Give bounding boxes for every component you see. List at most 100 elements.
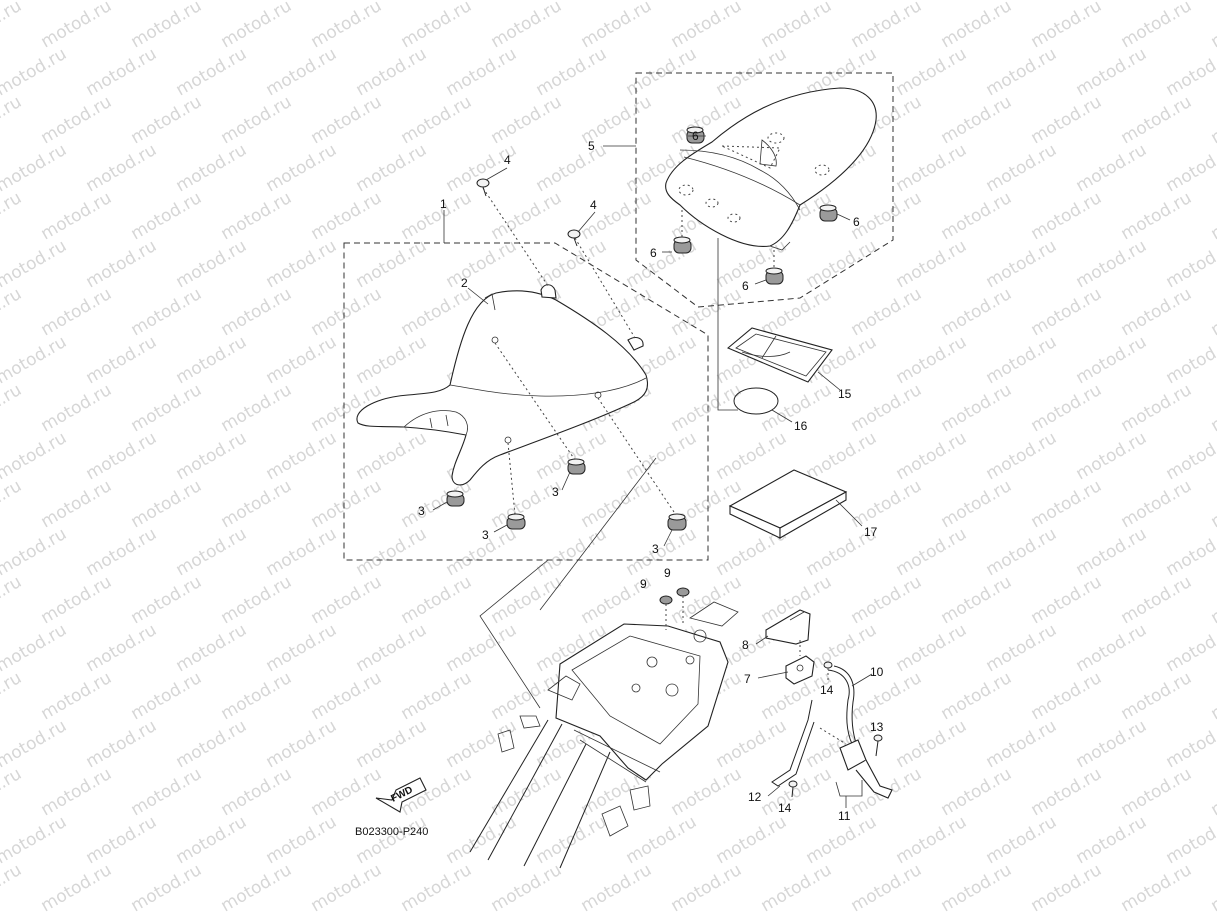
watermark-text: motod.ru xyxy=(578,860,656,913)
watermark-text: motod.ru xyxy=(1118,476,1196,532)
watermark-text: motod.ru xyxy=(713,716,791,772)
watermark-text: motod.ru xyxy=(353,428,431,484)
watermark-text: motod.ru xyxy=(848,0,926,52)
watermark-text: motod.ru xyxy=(938,860,1016,913)
callout-3d: 3 xyxy=(652,542,659,556)
watermark-text: motod.ru xyxy=(1163,140,1217,196)
callout-14b: 14 xyxy=(778,801,792,815)
watermark-text: motod.ru xyxy=(1118,572,1196,628)
watermark-text: motod.ru xyxy=(443,812,521,868)
watermark-text: motod.ru xyxy=(1028,380,1106,436)
watermark-text: motod.ru xyxy=(353,44,431,100)
watermark-text: motod.ru xyxy=(893,524,971,580)
watermark-text: motod.ru xyxy=(1163,812,1217,868)
callout-15: 15 xyxy=(838,387,852,401)
watermark-text: motod.ru xyxy=(668,764,746,820)
watermark-text: motod.ru xyxy=(263,716,341,772)
watermark-text: motod.ru xyxy=(398,572,476,628)
watermark-text: motod.ru xyxy=(1028,476,1106,532)
watermark-text: motod.ru xyxy=(173,140,251,196)
callout-12: 12 xyxy=(748,790,762,804)
watermark-text: motod.ru xyxy=(263,236,341,292)
watermark-text: motod.ru xyxy=(1073,812,1151,868)
callout-3b: 3 xyxy=(482,528,489,542)
watermark-text: motod.ru xyxy=(263,332,341,388)
watermark-text: motod.ru xyxy=(0,716,70,772)
seat-lock-bracket-8 xyxy=(765,609,811,645)
watermark-text: motod.ru xyxy=(893,140,971,196)
grommet-6a xyxy=(686,126,705,144)
watermark-text: motod.ru xyxy=(218,572,296,628)
watermark-text: motod.ru xyxy=(938,476,1016,532)
callout-10: 10 xyxy=(870,665,884,679)
watermark-text: motod.ru xyxy=(128,284,206,340)
rear-frame xyxy=(469,601,739,869)
watermark-text: motod.ru xyxy=(533,44,611,100)
rider-seat xyxy=(356,284,649,486)
watermark-text: motod.ru xyxy=(578,0,656,52)
grommet-3a xyxy=(446,490,465,507)
watermark-text: motod.ru xyxy=(218,668,296,724)
watermark-text: motod.ru xyxy=(668,380,746,436)
watermark-text: motod.ru xyxy=(0,140,70,196)
watermark-text: motod.ru xyxy=(488,188,566,244)
watermark-text: motod.ru xyxy=(83,236,161,292)
watermark-text: motod.ru xyxy=(443,140,521,196)
watermark-text: motod.ru xyxy=(128,668,206,724)
watermark-text: motod.ru xyxy=(938,92,1016,148)
screw-14b xyxy=(788,780,798,798)
watermark-text: motod.ru xyxy=(38,476,116,532)
watermark-text: motod.ru xyxy=(353,236,431,292)
callout-3a: 3 xyxy=(418,504,425,518)
watermark-text: motod.ru xyxy=(623,812,701,868)
watermark-text: motod.ru xyxy=(308,284,386,340)
watermark-text: motod.ru xyxy=(0,620,70,676)
watermark-text: motod.ru xyxy=(173,812,251,868)
watermark-text: motod.ru xyxy=(218,188,296,244)
watermark-text: motod.ru xyxy=(1208,476,1217,532)
watermark-text: motod.ru xyxy=(1118,380,1196,436)
watermark-text: motod.ru xyxy=(848,860,926,913)
watermark-text: motod.ru xyxy=(83,428,161,484)
watermark-text: motod.ru xyxy=(1028,572,1106,628)
passenger-seat xyxy=(665,87,877,251)
watermark-text: motod.ru xyxy=(578,188,656,244)
watermark-text: motod.ru xyxy=(128,0,206,52)
watermark-text: motod.ru xyxy=(218,380,296,436)
watermark-text: motod.ru xyxy=(398,860,476,913)
watermark-text: motod.ru xyxy=(1028,92,1106,148)
watermark-text: motod.ru xyxy=(1028,0,1106,52)
watermark-text: motod.ru xyxy=(308,860,386,913)
watermark-text: motod.ru xyxy=(1208,572,1217,628)
callout-5: 5 xyxy=(588,139,595,153)
watermark-text: motod.ru xyxy=(218,92,296,148)
watermark-text: motod.ru xyxy=(38,0,116,52)
watermark-text: motod.ru xyxy=(0,764,25,820)
owners-manual-17 xyxy=(728,469,848,539)
watermark-text: motod.ru xyxy=(83,524,161,580)
watermark-text: motod.ru xyxy=(128,860,206,913)
watermark-text: motod.ru xyxy=(983,140,1061,196)
watermark-text: motod.ru xyxy=(893,236,971,292)
watermark-text: motod.ru xyxy=(983,428,1061,484)
watermark-text: motod.ru xyxy=(1208,380,1217,436)
watermark-text: motod.ru xyxy=(1073,716,1151,772)
watermark-text: motod.ru xyxy=(263,428,341,484)
watermark-text: motod.ru xyxy=(83,44,161,100)
nut-9a xyxy=(659,595,673,630)
watermark-text: motod.ru xyxy=(218,284,296,340)
watermark-text: motod.ru xyxy=(713,812,791,868)
watermark-text: motod.ru xyxy=(0,572,25,628)
callout-9a: 9 xyxy=(640,577,647,591)
key-cylinder-11 xyxy=(835,739,893,799)
watermark-text: motod.ru xyxy=(1028,668,1106,724)
grommet-3b xyxy=(506,513,526,530)
callout-4a: 4 xyxy=(504,153,511,167)
watermark-text: motod.ru xyxy=(0,236,70,292)
watermark-text: motod.ru xyxy=(623,428,701,484)
watermark-text: motod.ru xyxy=(623,44,701,100)
watermark-text: motod.ru xyxy=(1163,44,1217,100)
watermark-text: motod.ru xyxy=(0,44,70,100)
watermark-text: motod.ru xyxy=(308,0,386,52)
